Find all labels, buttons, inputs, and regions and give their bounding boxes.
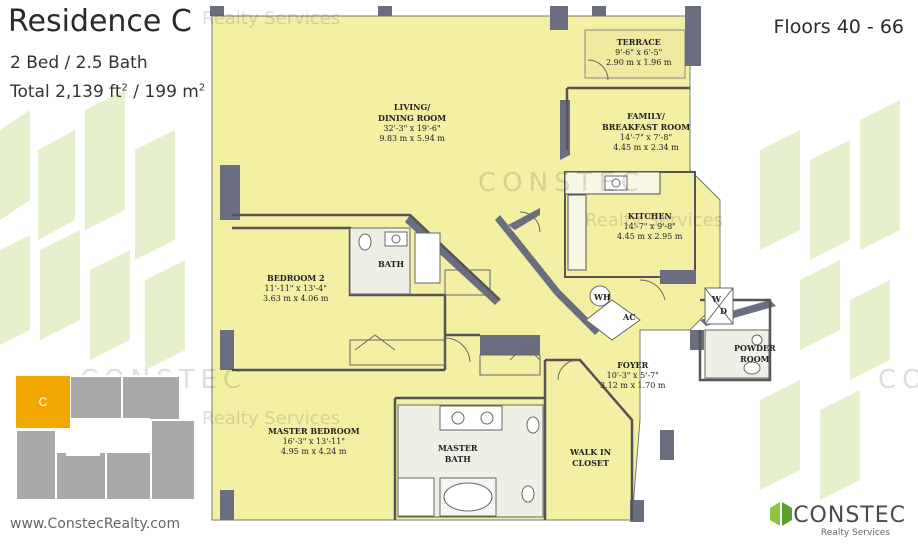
watermark-tagline: Realty Services [585, 210, 724, 231]
constec-logo-icon [770, 502, 792, 526]
room-bath: BATH [378, 259, 405, 269]
floors-label: Floors 40 - 66 [773, 16, 905, 38]
total-area-label: Total 2,139 ft2 / 199 m2 [10, 82, 206, 102]
label-water-heater: WH [594, 292, 611, 302]
page-title: Residence C [8, 4, 192, 39]
logo-name: CONSTEC [793, 503, 906, 528]
logo-tagline: Realty Services [820, 528, 890, 538]
key-plan-unit-c: C [16, 376, 70, 428]
label-washer: W [712, 294, 721, 304]
bed-bath-label: 2 Bed / 2.5 Bath [10, 53, 148, 73]
watermark-tagline-3: Realty Services [202, 8, 341, 29]
watermark-tagline-2: Realty Services [202, 408, 341, 429]
watermark-text-3: CONSTEC [878, 365, 918, 395]
label-dryer: D [720, 306, 727, 316]
terrace-area [584, 29, 686, 79]
watermark-text: CONSTEC [478, 168, 646, 198]
label-ac: AC [623, 312, 636, 322]
website-link[interactable]: www.ConstecRealty.com [10, 516, 181, 532]
